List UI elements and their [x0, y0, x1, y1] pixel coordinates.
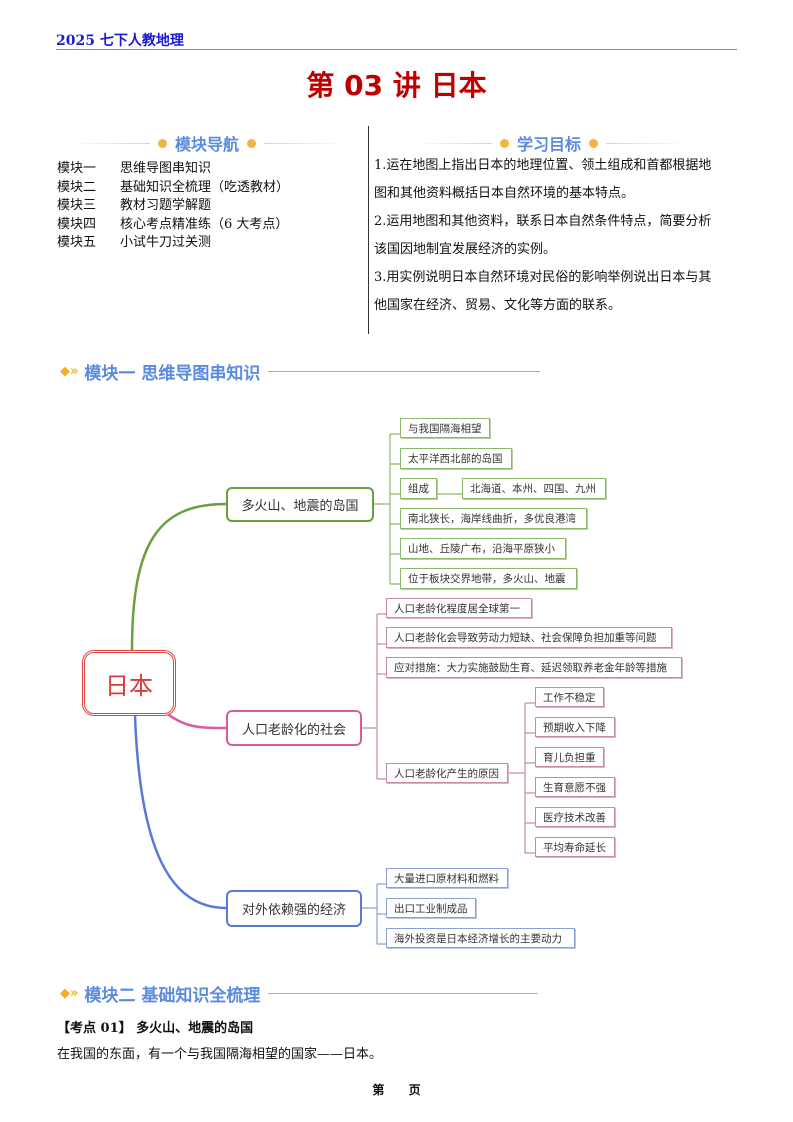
nav-key: 模块五	[57, 235, 97, 250]
module1-heading: ◆» 模块一 思维导图串知识	[60, 359, 541, 384]
cause-node: 生育意愿不强	[535, 777, 615, 797]
learning-goals: 1.运在地图上指出日本的地理位置、领土组成和首都根据地图和其他资料概括日本自然环…	[374, 152, 719, 320]
branch-connector-pink	[164, 711, 227, 730]
goals-heading-text: 学习目标	[517, 135, 582, 154]
column-divider	[368, 126, 369, 334]
branch-connector-blue	[133, 715, 227, 910]
cause-node: 医疗技术改善	[535, 807, 615, 827]
goals-heading: 学习目标	[412, 131, 687, 155]
blue-bracket	[362, 883, 386, 945]
body-paragraph: 在我国的东面，有一个与我国隔海相望的国家——日本。	[57, 1047, 383, 1062]
branch-aging-society: 人口老龄化的社会	[226, 710, 362, 746]
goal-item: 3.用实例说明日本自然环境对民俗的影响举例说出日本与其他国家在经济、贸易、文化等…	[374, 270, 712, 313]
nav-label: 小试牛刀过关测	[120, 235, 212, 250]
nav-item: 模块一 思维导图串知识	[57, 160, 289, 179]
nav-label: 思维导图串知识	[120, 161, 212, 176]
mindmap-center-node: 日本	[82, 650, 176, 716]
nav-key: 模块四	[57, 216, 97, 232]
branch-dependent-economy: 对外依赖强的经济	[226, 890, 362, 927]
kaodian-tag: 【考点 01】	[57, 1021, 132, 1036]
kaodian-title: 多火山、地震的岛国	[136, 1021, 254, 1036]
diamond-arrow-icon: ◆»	[60, 986, 79, 1001]
module1-heading-text: 模块一 思维导图串知识	[84, 364, 261, 384]
leaf-node: 山地、丘陵广布，沿海平原狭小	[400, 538, 566, 559]
cause-node: 平均寿命延长	[535, 837, 615, 857]
nav-item: 模块四 核心考点精准练（6 大考点）	[57, 216, 289, 235]
cause-node: 预期收入下降	[535, 717, 615, 737]
nav-label: 核心考点精准练（6 大考点）	[120, 216, 289, 232]
header-subject: 2025 七下人教地理	[56, 33, 184, 49]
leaf-node: 人口老龄化产生的原因	[386, 763, 508, 783]
leaf-node: 与我国隔海相望	[400, 418, 490, 438]
nav-heading-text: 模块导航	[175, 135, 240, 154]
nav-label: 基础知识全梳理（吃透教材）	[120, 179, 290, 195]
nav-item: 模块五 小试牛刀过关测	[57, 234, 289, 253]
leaf-node: 北海道、本州、四国、九州	[462, 478, 606, 499]
dot-icon	[247, 138, 257, 148]
pink-bracket	[362, 613, 535, 854]
nav-heading: 模块导航	[70, 131, 345, 155]
leaf-node: 太平洋西北部的岛国	[400, 448, 512, 469]
leaf-node: 大量进口原材料和燃料	[386, 868, 508, 888]
nav-item: 模块二 基础知识全梳理（吃透教材）	[57, 179, 289, 198]
green-bracket	[374, 433, 462, 585]
leaf-node: 人口老龄化会导致劳动力短缺、社会保障负担加重等问题	[386, 627, 672, 648]
leaf-node: 南北狭长，海岸线曲折，多优良港湾	[400, 508, 587, 529]
nav-item: 模块三 教材习题学解题	[57, 197, 289, 216]
page-footer: 第 页	[372, 1083, 421, 1097]
cause-node: 工作不稳定	[535, 687, 604, 707]
goal-item: 1.运在地图上指出日本的地理位置、领土组成和首都根据地图和其他资料概括日本自然环…	[374, 158, 712, 201]
leaf-node: 人口老龄化程度居全球第一	[386, 598, 532, 618]
page-title: 第 03 讲 日本	[306, 69, 487, 102]
dot-icon	[589, 138, 599, 148]
header-divider	[56, 49, 737, 50]
leaf-node: 位于板块交界地带，多火山、地震	[400, 568, 577, 589]
diamond-arrow-icon: ◆»	[60, 364, 79, 379]
kaodian-heading: 【考点 01】 多火山、地震的岛国	[57, 1017, 253, 1036]
nav-key: 模块三	[57, 198, 97, 213]
leaf-node: 出口工业制成品	[386, 898, 476, 918]
dot-icon	[158, 138, 167, 148]
nav-key: 模块一	[57, 161, 97, 176]
module-nav: 模块一 思维导图串知识 模块二 基础知识全梳理（吃透教材） 模块三 教材习题学解题 模…	[57, 160, 289, 253]
branch-volcano-island: 多火山、地震的岛国	[226, 487, 374, 522]
nav-key: 模块二	[57, 179, 97, 195]
leaf-node: 海外投资是日本经济增长的主要动力	[386, 928, 575, 948]
module2-heading-text: 模块二 基础知识全梳理	[84, 986, 261, 1006]
goal-item: 2.运用地图和其他资料，联系日本自然条件特点，简要分析该国因地制宜发展经济的实例…	[374, 214, 712, 257]
dot-icon	[500, 138, 509, 148]
leaf-node: 应对措施：大力实施鼓励生育、延迟领取养老金年龄等措施	[386, 657, 682, 678]
cause-node: 育儿负担重	[535, 747, 604, 767]
branch-connector-green	[130, 502, 227, 651]
module2-heading: ◆» 模块二 基础知识全梳理	[60, 981, 539, 1006]
nav-label: 教材习题学解题	[120, 198, 212, 213]
leaf-node: 组成	[400, 478, 437, 499]
